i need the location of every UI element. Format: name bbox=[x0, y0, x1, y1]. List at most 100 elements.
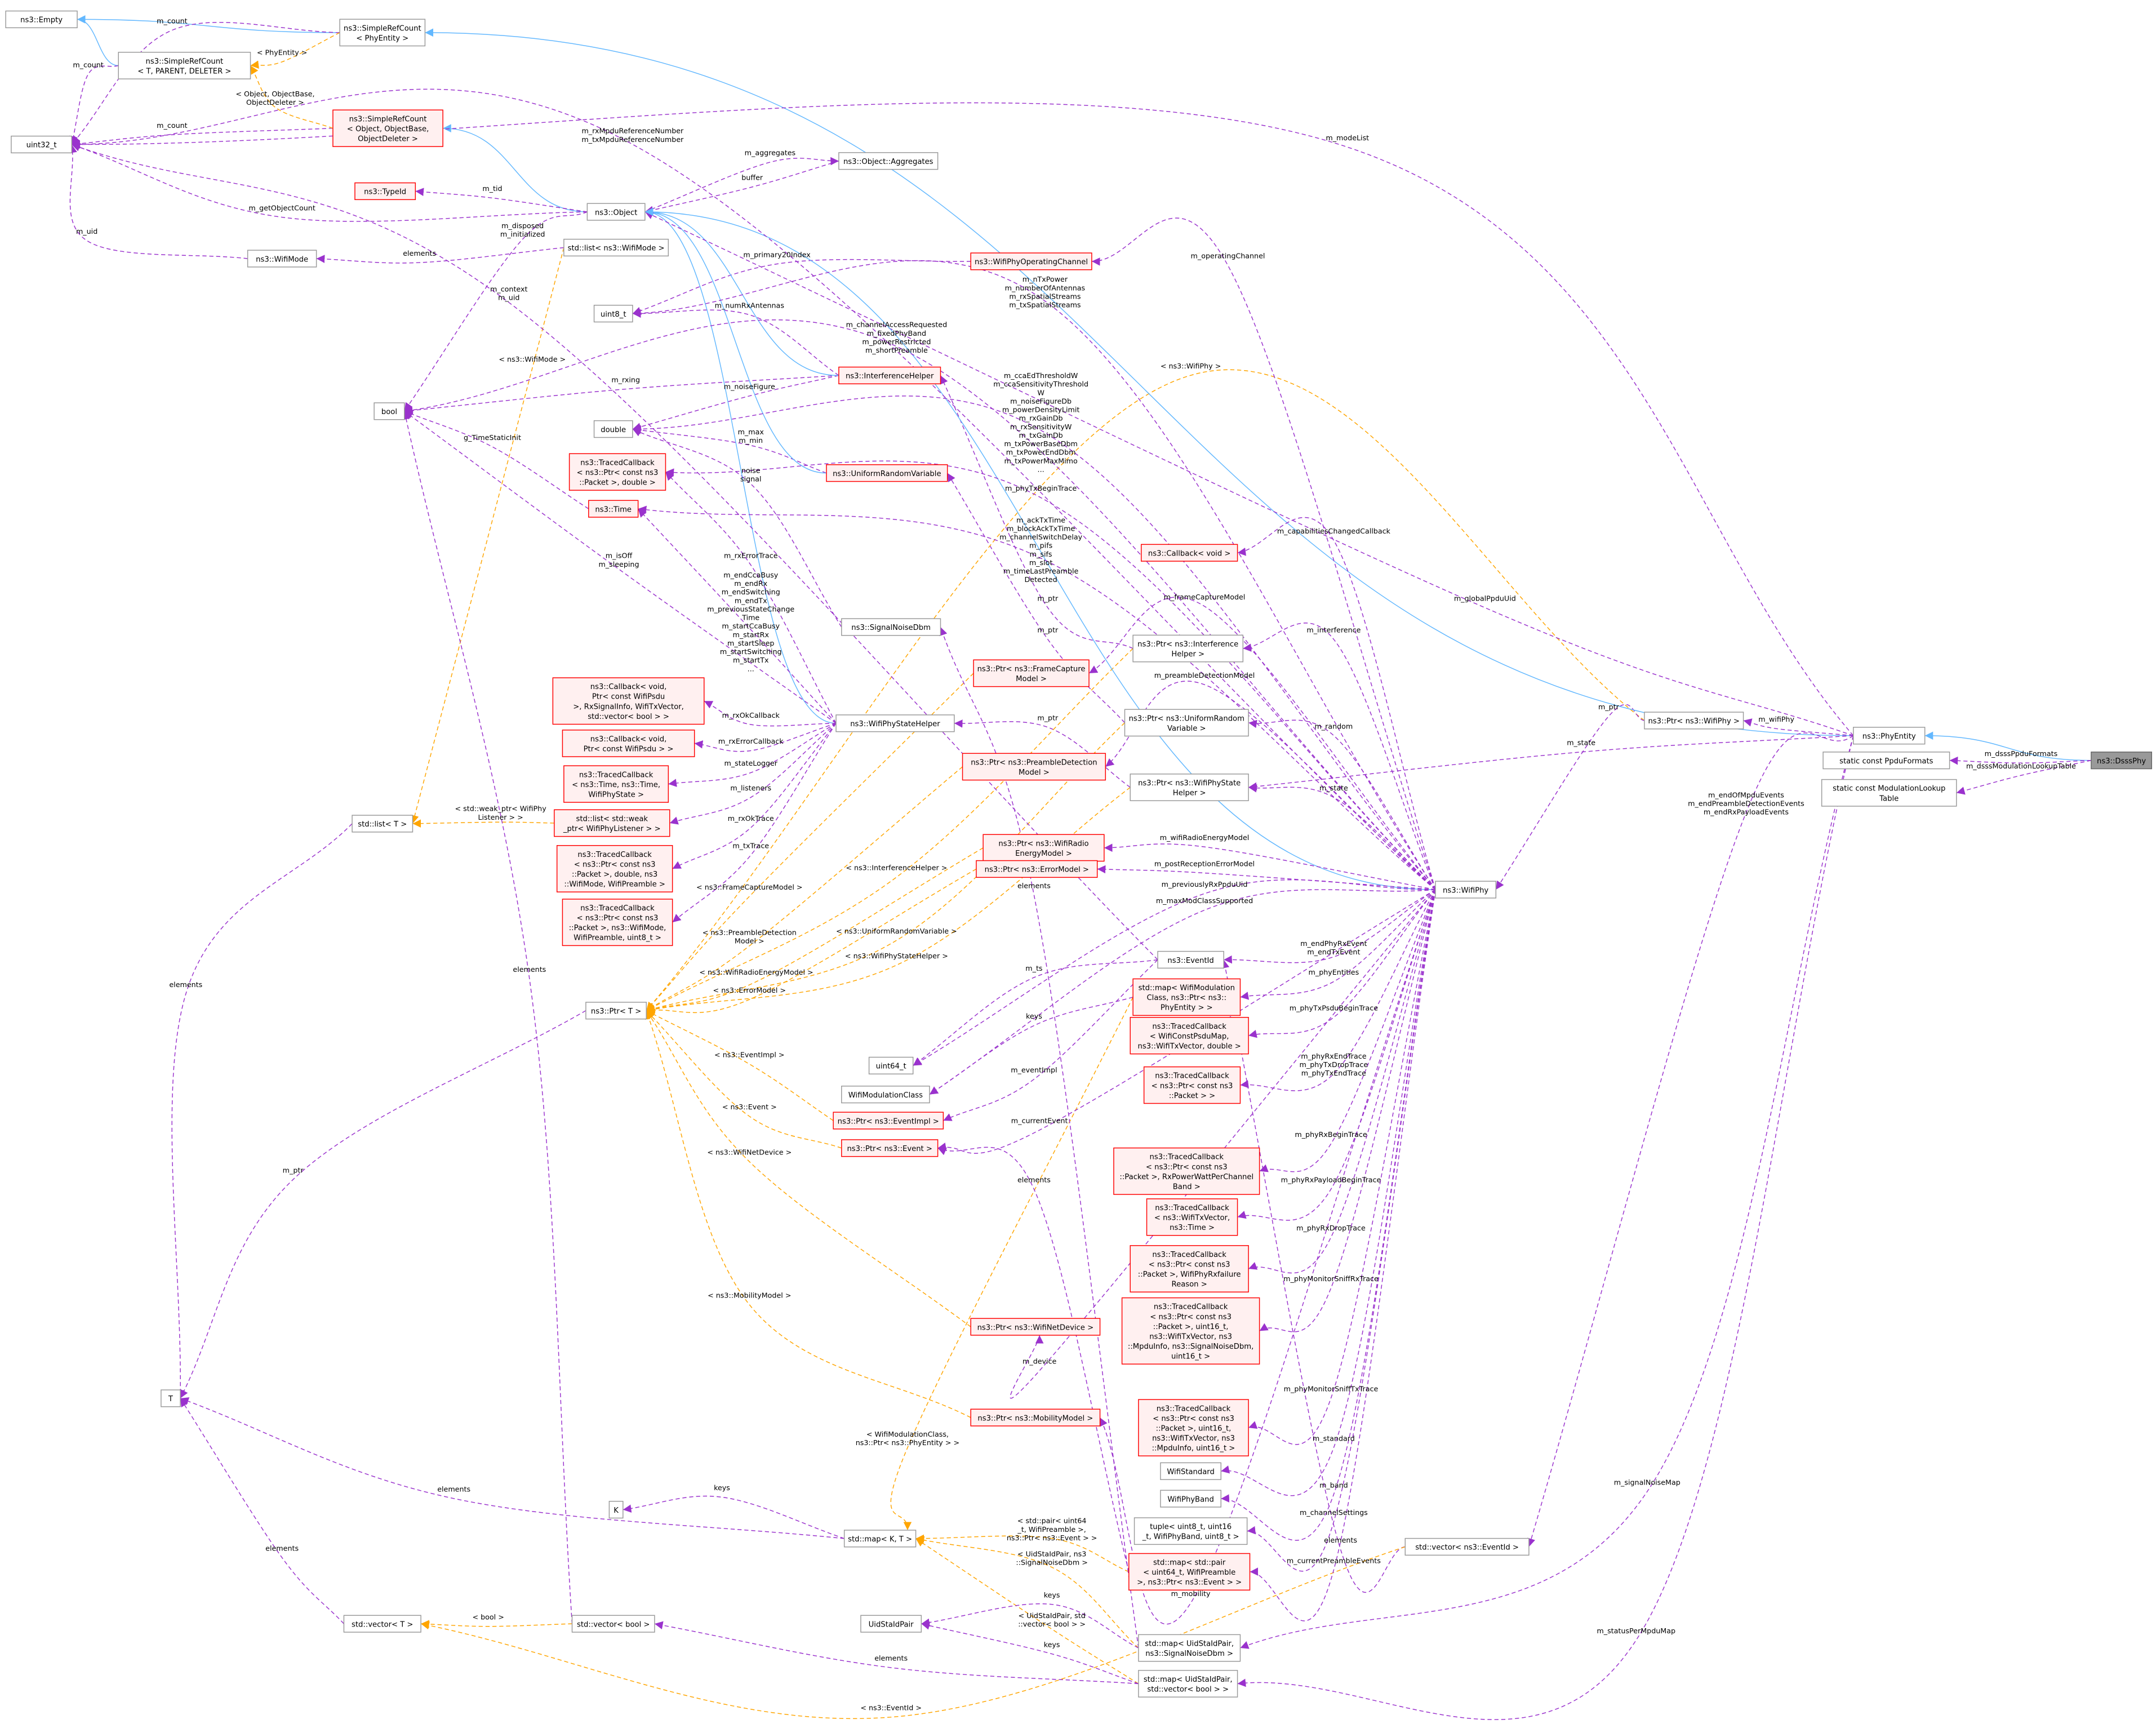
node-box bbox=[1157, 950, 1224, 969]
class-node-tcpkt[interactable]: ns3::TracedCallback< ns3::Ptr< const ns3… bbox=[1143, 1066, 1241, 1104]
node-box bbox=[970, 252, 1092, 270]
class-node-uint64[interactable]: uint64_t bbox=[868, 1056, 914, 1075]
class-node-tcpktmodeu8[interactable]: ns3::TracedCallback< ns3::Ptr< const ns3… bbox=[562, 899, 673, 947]
edge-label-line: < ns3::WifiPhy > bbox=[1161, 362, 1221, 370]
class-node-pwifiphy[interactable]: ns3::Ptr< ns3::WifiPhy > bbox=[1644, 712, 1744, 730]
edge-label-line: m_mobility bbox=[1171, 1589, 1211, 1598]
class-node-double[interactable]: double bbox=[593, 420, 633, 438]
class-node-opch[interactable]: ns3::WifiPhyOperatingChannel bbox=[970, 252, 1092, 270]
class-node-pevimpl[interactable]: ns3::Ptr< ns3::EventImpl > bbox=[833, 1112, 944, 1130]
class-node-typeid[interactable]: ns3::TypeId bbox=[354, 182, 416, 201]
class-node-stateh[interactable]: ns3::WifiPhyStateHelper bbox=[835, 714, 955, 732]
class-node-snr[interactable]: ns3::SignalNoiseDbm bbox=[841, 618, 941, 636]
class-node-tcpsdumap[interactable]: ns3::TracedCallback< WifiConstPsduMap,ns… bbox=[1130, 1017, 1249, 1055]
class-node-mapuidvec[interactable]: std::map< UidStaIdPair,std::vector< bool… bbox=[1138, 1670, 1238, 1698]
class-node-srctpd[interactable]: ns3::SimpleRefCount< T, PARENT, DELETER … bbox=[118, 51, 251, 79]
class-node-k[interactable]: K bbox=[608, 1500, 624, 1519]
member-edge bbox=[1088, 597, 1436, 890]
class-node-time[interactable]: ns3::Time bbox=[588, 500, 639, 518]
class-node-pnetdev[interactable]: ns3::Ptr< ns3::WifiNetDevice > bbox=[970, 1318, 1101, 1336]
class-node-aggr[interactable]: ns3::Object::Aggregates bbox=[838, 152, 939, 170]
node-box bbox=[1853, 727, 1926, 745]
class-node-phyent[interactable]: ns3::PhyEntity bbox=[1853, 727, 1926, 745]
edge-label-line: m_ptr bbox=[1037, 714, 1059, 722]
class-node-pevent[interactable]: ns3::Ptr< ns3::Event > bbox=[841, 1139, 939, 1157]
edge-label: < Object, ObjectBase,ObjectDeleter > bbox=[235, 90, 314, 106]
class-node-empty[interactable]: ns3::Empty bbox=[5, 10, 78, 29]
class-node-listt[interactable]: std::list< T > bbox=[352, 815, 414, 833]
class-node-ptrt[interactable]: ns3::Ptr< T > bbox=[585, 1002, 647, 1020]
class-node-vecev[interactable]: std::vector< ns3::EventId > bbox=[1404, 1538, 1530, 1556]
class-node-vecbool[interactable]: std::vector< bool > bbox=[571, 1615, 655, 1633]
class-node-modclass[interactable]: WifiModulationClass bbox=[841, 1086, 930, 1104]
class-node-mapuidsnr[interactable]: std::map< UidStaIdPair,ns3::SignalNoiseD… bbox=[1138, 1634, 1241, 1662]
edge-label: m_dsssModulationLookupTable bbox=[1966, 762, 2076, 770]
class-node-vect[interactable]: std::vector< T > bbox=[343, 1615, 421, 1633]
class-node-tcpktmode[interactable]: ns3::TracedCallback< ns3::Ptr< const ns3… bbox=[556, 845, 673, 892]
class-node-cbpsdu[interactable]: ns3::Callback< void,Ptr< const WifiPsdu … bbox=[562, 730, 695, 757]
edge-label: < ns3::WifiRadioEnergyModel > bbox=[699, 968, 813, 976]
class-node-cbvoid[interactable]: ns3::Callback< void > bbox=[1141, 544, 1238, 562]
class-node-ppdu[interactable]: static const PpduFormats bbox=[1822, 752, 1950, 770]
edge-label-line: m_standard bbox=[1313, 1434, 1355, 1442]
node-box bbox=[1138, 1670, 1238, 1698]
class-node-object[interactable]: ns3::Object bbox=[586, 203, 646, 221]
class-node-tcpktdbl[interactable]: ns3::TracedCallback< ns3::Ptr< const ns3… bbox=[568, 453, 666, 491]
edge-label-line: m_aggregates bbox=[745, 149, 795, 157]
class-node-wband[interactable]: WifiPhyBand bbox=[1160, 1490, 1222, 1508]
edge-label: < ns3::WifiNetDevice > bbox=[707, 1148, 792, 1157]
node-label-line: ns3::SimpleRefCount bbox=[349, 115, 427, 123]
class-node-listweak[interactable]: std::list< std::weak_ptr< WifiPhyListene… bbox=[554, 809, 670, 837]
class-node-tctime[interactable]: ns3::TracedCallback< ns3::Time, ns3::Tim… bbox=[563, 765, 669, 803]
class-node-perr[interactable]: ns3::Ptr< ns3::ErrorModel > bbox=[976, 860, 1098, 878]
member-edge bbox=[921, 1621, 1139, 1685]
class-node-interf[interactable]: ns3::InterferenceHelper bbox=[838, 366, 941, 385]
node-label: ns3::EventId bbox=[1167, 957, 1213, 965]
node-box bbox=[608, 1500, 624, 1519]
class-node-tctxvec[interactable]: ns3::TracedCallback< ns3::WifiTxVector,n… bbox=[1146, 1198, 1238, 1236]
class-node-uint32[interactable]: uint32_t bbox=[11, 135, 73, 154]
class-node-eventid[interactable]: ns3::EventId bbox=[1157, 950, 1224, 969]
class-node-mappair[interactable]: std::map< std::pair< uint64_t, WifiPream… bbox=[1128, 1553, 1251, 1591]
class-node-uint8[interactable]: uint8_t bbox=[593, 304, 633, 323]
class-node-tuple[interactable]: tuple< uint8_t, uint16_t, WifiPhyBand, u… bbox=[1133, 1517, 1248, 1545]
node-box bbox=[1435, 881, 1497, 899]
class-node-cbrxok[interactable]: ns3::Callback< void,Ptr< const WifiPsdu>… bbox=[552, 677, 705, 725]
class-node-listmode[interactable]: std::list< ns3::WifiMode > bbox=[563, 238, 669, 257]
member-edge bbox=[937, 889, 1436, 1154]
class-node-t[interactable]: T bbox=[161, 1389, 181, 1407]
class-node-tcrxfail[interactable]: ns3::TracedCallback< ns3::Ptr< const ns3… bbox=[1130, 1245, 1249, 1293]
class-node-tcrxpow[interactable]: ns3::TracedCallback< ns3::Ptr< const ns3… bbox=[1113, 1147, 1260, 1195]
class-node-tcsnifftx[interactable]: ns3::TracedCallback< ns3::Ptr< const ns3… bbox=[1138, 1399, 1249, 1456]
class-node-srcphy[interactable]: ns3::SimpleRefCount< PhyEntity > bbox=[339, 19, 426, 47]
class-node-wifiphy[interactable]: ns3::WifiPhy bbox=[1435, 881, 1497, 899]
node-label-line: ::Packet >, double > bbox=[579, 479, 656, 487]
edge-label-line: m_preambleDetectionModel bbox=[1154, 671, 1255, 679]
class-node-wstd[interactable]: WifiStandard bbox=[1160, 1462, 1222, 1480]
edge-label: m_ptr bbox=[1037, 625, 1059, 634]
edge-label: < ns3::UniformRandomVariable > bbox=[836, 927, 957, 935]
class-node-tcsniffrx[interactable]: ns3::TracedCallback< ns3::Ptr< const ns3… bbox=[1121, 1297, 1260, 1365]
edge-label: m_rxing bbox=[611, 375, 640, 384]
class-node-pmob[interactable]: ns3::Ptr< ns3::MobilityModel > bbox=[970, 1408, 1101, 1427]
edge-label-line: m_endPreambleDetectionEvents bbox=[1688, 799, 1804, 807]
class-node-mapkt[interactable]: std::map< K, T > bbox=[843, 1530, 917, 1548]
class-node-uid[interactable]: UidStaIdPair bbox=[860, 1615, 922, 1633]
class-node-wifimode[interactable]: ns3::WifiMode bbox=[247, 250, 317, 268]
class-node-bool[interactable]: bool bbox=[374, 402, 405, 420]
member-edge bbox=[638, 508, 837, 724]
edge-label-line: ::vector< bool > > bbox=[1018, 1620, 1086, 1628]
node-label: T bbox=[168, 1395, 174, 1403]
node-box bbox=[841, 1086, 930, 1104]
template-edge bbox=[411, 247, 564, 824]
class-node-urv[interactable]: ns3::UniformRandomVariable bbox=[826, 464, 948, 482]
class-node-srcobj[interactable]: ns3::SimpleRefCount< Object, ObjectBase,… bbox=[332, 109, 443, 147]
